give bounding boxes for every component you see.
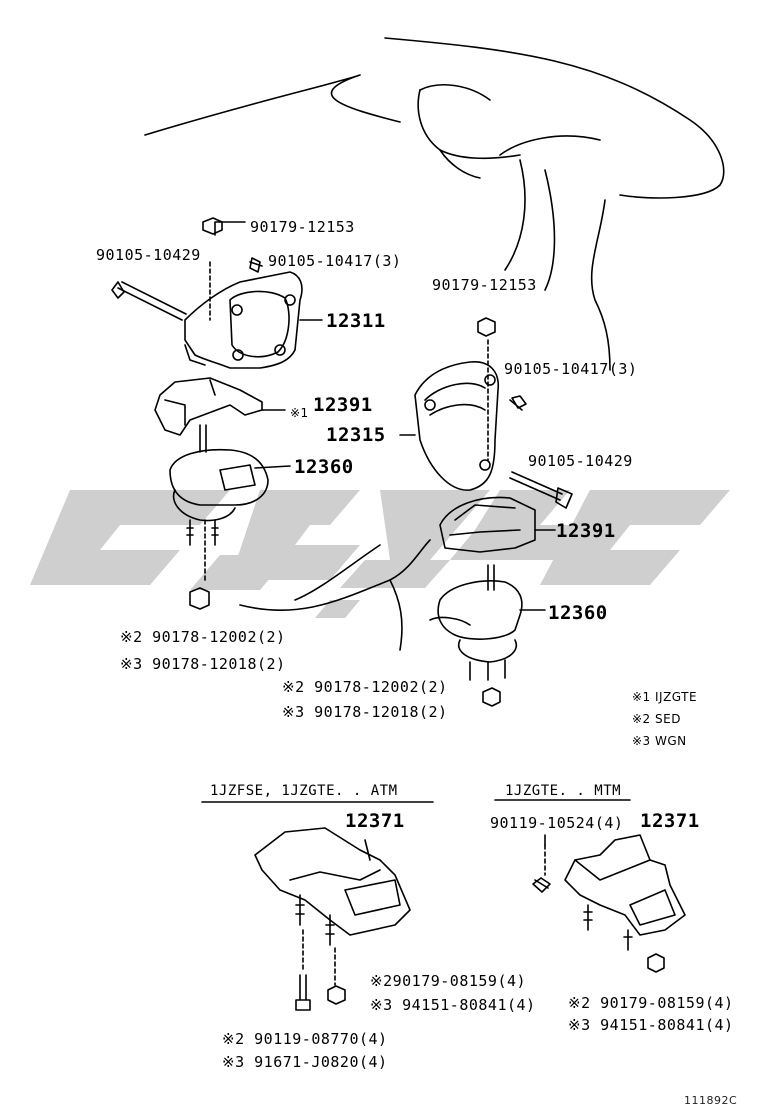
- left-mount-12360: [199, 424, 207, 453]
- engine-outline: [144, 74, 401, 136]
- label-atm-nut-wgn: ※3 94151-80841(4): [370, 996, 536, 1014]
- label-mtm-bolt: 90119-10524(4): [490, 814, 624, 832]
- label-mtm-part: 12371: [640, 810, 700, 832]
- note-2: ※2 SED: [632, 712, 681, 726]
- label-right-bolt-long: 90105-10429: [528, 452, 633, 470]
- right-long-bolt: [509, 471, 573, 509]
- right-bracket-12315: [414, 361, 499, 491]
- note-3: ※3 WGN: [632, 734, 687, 748]
- left-insulator-12391: [154, 377, 263, 436]
- left-long-bolt: [111, 281, 187, 321]
- label-left-mount: 12360: [294, 456, 354, 478]
- right-insulator-12391: [439, 496, 536, 553]
- left-bottom-nut: [189, 587, 210, 610]
- label-atm-nut-sed: ※290179-08159(4): [370, 972, 527, 990]
- label-left-nut-wgn: ※3 90178-12018(2): [120, 655, 286, 673]
- mtm-section-header: 1JZGTE. . MTM: [505, 783, 622, 799]
- label-left-insulator-mark: ※1: [290, 406, 309, 420]
- label-right-bolt-short: 90105-10417(3): [504, 360, 638, 378]
- label-right-bracket: 12315: [326, 424, 386, 446]
- label-right-nut-sed: ※2 90178-12002(2): [282, 678, 448, 696]
- left-bracket-12311: [184, 271, 303, 369]
- label-left-nut-sed: ※2 90178-12002(2): [120, 628, 286, 646]
- atm-section-header: 1JZFSE, 1JZGTE. . ATM: [210, 783, 398, 799]
- mtm-mount-12371: [564, 834, 686, 936]
- label-mtm-nut-wgn: ※3 94151-80841(4): [568, 1016, 734, 1034]
- atm-mount-12371: [254, 827, 411, 936]
- figure-reference: 111892C: [684, 1094, 738, 1107]
- right-top-nut: [477, 317, 496, 337]
- left-top-nut: [202, 217, 223, 235]
- label-right-nut: 90179-12153: [432, 276, 537, 294]
- label-atm-part: 12371: [345, 810, 405, 832]
- label-top-nut: 90179-12153: [250, 218, 355, 236]
- label-atm-bolt-wgn: ※3 91671-J0820(4): [222, 1053, 388, 1071]
- label-top-bolt-long: 90105-10429: [96, 246, 201, 264]
- right-mount-12360: [437, 580, 523, 640]
- label-right-mount: 12360: [548, 602, 608, 624]
- label-mtm-nut-sed: ※2 90179-08159(4): [568, 994, 734, 1012]
- note-1: ※1 IJZGTE: [632, 690, 698, 704]
- label-atm-bolt-sed: ※2 90119-08770(4): [222, 1030, 388, 1048]
- label-left-bracket: 12311: [326, 310, 386, 332]
- label-left-insulator: 12391: [313, 394, 373, 416]
- label-right-nut-wgn: ※3 90178-12018(2): [282, 703, 448, 721]
- label-top-bolt-short: 90105-10417(3): [268, 252, 402, 270]
- label-right-insulator: 12391: [556, 520, 616, 542]
